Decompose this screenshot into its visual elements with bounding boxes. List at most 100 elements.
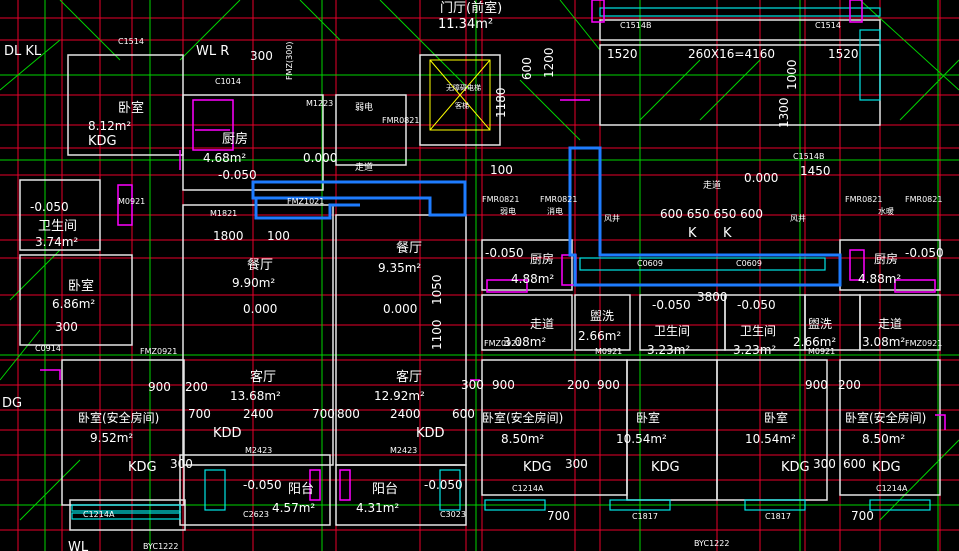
elevation-text: 0.000 bbox=[303, 151, 337, 165]
equipment-tag: KDG bbox=[523, 460, 552, 475]
room-label: 客厅 bbox=[396, 369, 422, 385]
room-area: 3.23m² bbox=[733, 343, 776, 357]
elevator-label: 无障碍电梯 bbox=[446, 83, 481, 92]
equipment-tag: KDG bbox=[872, 460, 901, 475]
room-area: 4.68m² bbox=[203, 151, 246, 165]
elevator-box bbox=[429, 59, 491, 131]
door-tag: M2423 bbox=[390, 446, 417, 455]
room-label: 卫生间 bbox=[38, 219, 77, 234]
door-tag: FMR0821 bbox=[905, 195, 942, 204]
room-area: 9.52m² bbox=[90, 431, 133, 445]
doors-fixtures bbox=[40, 0, 946, 501]
room-area: 4.31m² bbox=[356, 501, 399, 515]
dimension-text: 300 bbox=[55, 320, 78, 334]
window-tag: C1014 bbox=[215, 77, 241, 86]
dimension-text: 2400 bbox=[243, 407, 274, 421]
room-label: 卧室(安全房间) bbox=[482, 410, 563, 425]
selected-walls[interactable] bbox=[251, 146, 842, 287]
walls bbox=[19, 19, 941, 531]
window-tag: C0609 bbox=[736, 259, 762, 268]
room-label: 厨房 bbox=[874, 251, 898, 266]
axis-tag: WL R bbox=[196, 44, 229, 59]
dimension-text: 100 bbox=[267, 229, 290, 243]
room-label: 客厅 bbox=[250, 369, 276, 385]
door-tag: FMR0821 bbox=[540, 195, 577, 204]
dimension-text: 300 bbox=[565, 457, 588, 471]
room-area: 8.50m² bbox=[501, 432, 544, 446]
room-area: 3.74m² bbox=[35, 235, 78, 249]
room-area: 4.88m² bbox=[511, 272, 554, 286]
dimension-text: 1180 bbox=[494, 87, 508, 118]
dimension-text: 2400 bbox=[390, 407, 421, 421]
dimension-text: 1100 bbox=[430, 319, 444, 350]
axis-tag: WL bbox=[68, 540, 89, 551]
door-tag: M0921 bbox=[808, 347, 835, 356]
elevator-label: 客梯 bbox=[455, 101, 469, 110]
room-area: 3.08m² bbox=[503, 335, 546, 349]
dimension-text: 200 bbox=[567, 378, 590, 392]
dimension-text: 1200 bbox=[542, 47, 556, 78]
room-label: 卫生间 bbox=[740, 324, 776, 338]
dimension-text: 1800 bbox=[213, 229, 244, 243]
room-area: 13.68m² bbox=[230, 389, 281, 403]
room-area: 10.54m² bbox=[745, 432, 796, 446]
room-label: 卧室(安全房间) bbox=[78, 410, 159, 425]
dimension-text: 600 bbox=[843, 457, 866, 471]
elevation-text: 0.000 bbox=[383, 302, 417, 316]
room-label: 餐厅 bbox=[247, 257, 273, 273]
dimension-text: 300 bbox=[461, 378, 484, 392]
door-tag: M1223 bbox=[306, 99, 333, 108]
room-area: 9.90m² bbox=[232, 276, 275, 290]
dimension-text: 700 bbox=[188, 407, 211, 421]
elevation-text: -0.050 bbox=[424, 478, 463, 492]
dimension-text: 1050 bbox=[430, 274, 444, 305]
axis-tag: DG bbox=[2, 396, 22, 411]
window-tag: C3023 bbox=[440, 510, 466, 519]
axis-tag: K bbox=[688, 226, 697, 241]
equipment-tag: KDG bbox=[781, 460, 810, 475]
door-tag: FMR0821 bbox=[382, 116, 419, 125]
room-area: 4.88m² bbox=[858, 272, 901, 286]
elevation-text: -0.050 bbox=[243, 478, 282, 492]
equipment-tag: KDD bbox=[213, 426, 242, 441]
window-tag: C1514B bbox=[620, 21, 651, 30]
room-area: 10.54m² bbox=[616, 432, 667, 446]
door-tag: FMZ0921 bbox=[484, 339, 521, 348]
room-area: 4.57m² bbox=[272, 501, 315, 515]
dimension-text: 600 650 650 600 bbox=[660, 207, 763, 221]
dimension-text: 3800 bbox=[697, 290, 728, 304]
window-tag: C2623 bbox=[243, 510, 269, 519]
equipment-tag: KDD bbox=[416, 426, 445, 441]
dimension-text: 700 bbox=[851, 509, 874, 523]
door-tag: M0921 bbox=[118, 197, 145, 206]
dimension-text: 600 bbox=[520, 57, 534, 80]
room-label: 风井 bbox=[604, 213, 620, 223]
room-label: 盥洗 bbox=[808, 317, 832, 331]
stair-room-area: 11.34m² bbox=[438, 17, 493, 32]
room-label: 卧室 bbox=[68, 278, 94, 294]
room-area: 8.50m² bbox=[862, 432, 905, 446]
room-label: 卧室 bbox=[636, 410, 660, 425]
windows bbox=[71, 7, 931, 520]
room-area: 3.08m² bbox=[862, 335, 905, 349]
stair-room-label: 门厅(前室) bbox=[440, 0, 502, 16]
elevation-text: 0.000 bbox=[243, 302, 277, 316]
dimension-text: 1520 bbox=[607, 47, 638, 61]
room-label: 风井 bbox=[790, 213, 806, 223]
equipment-tag: KDG bbox=[88, 134, 117, 149]
room-label: 阳台 bbox=[288, 482, 314, 497]
elevation-text: -0.050 bbox=[485, 246, 524, 260]
door-tag: FMZ(300) bbox=[285, 42, 294, 81]
axis-tag: DL KL bbox=[4, 44, 42, 59]
room-label: 消电 bbox=[547, 206, 563, 216]
dimension-text: 900 bbox=[492, 378, 515, 392]
room-area: 2.66m² bbox=[793, 335, 836, 349]
window-tag: C1214A bbox=[512, 484, 544, 493]
door-tag: M1821 bbox=[210, 209, 237, 218]
room-area: 9.35m² bbox=[378, 261, 421, 275]
window-tag: C1817 bbox=[632, 512, 658, 521]
elevation-text: -0.050 bbox=[30, 200, 69, 214]
